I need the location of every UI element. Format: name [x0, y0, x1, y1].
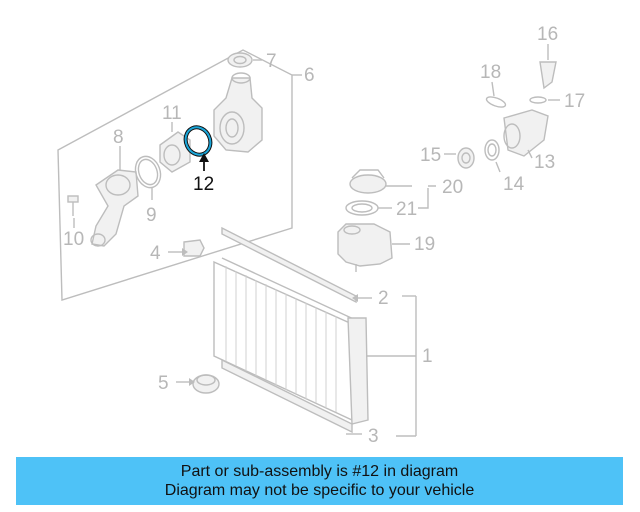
part-10-bolt [67, 195, 79, 228]
leader-1 [366, 296, 417, 436]
part-8-water-pump [90, 146, 139, 247]
callout-17: 17 [564, 91, 585, 112]
part-21-seal [345, 200, 392, 216]
banner-line-2: Diagram may not be specific to your vehi… [164, 482, 475, 499]
part-15-clip [444, 147, 475, 169]
radiator-assembly [213, 226, 369, 435]
callout-3: 3 [368, 426, 379, 447]
part-5-mount [176, 374, 220, 394]
banner-line-1: Part or sub-assembly is #12 in diagram [180, 463, 459, 480]
callout-14: 14 [503, 174, 525, 195]
thermostat-housing [213, 72, 263, 153]
callout-13: 13 [534, 152, 555, 173]
part-11-flange [159, 122, 191, 173]
callout-8: 8 [113, 127, 124, 148]
part-17-ring [529, 96, 560, 104]
callout-12: 12 [193, 174, 214, 195]
callout-20: 20 [442, 177, 463, 198]
callout-6: 6 [304, 65, 315, 86]
callout-21: 21 [396, 199, 417, 220]
callout-18: 18 [480, 62, 501, 83]
part-18-seal [485, 81, 507, 108]
part-4-mount [168, 239, 205, 257]
part-9-gasket [134, 155, 162, 200]
part-14-o-ring [484, 139, 501, 173]
part-16-sensor [539, 44, 557, 90]
callout-9: 9 [146, 205, 157, 226]
callout-7: 7 [266, 51, 277, 72]
part-7-cap [227, 52, 262, 68]
group-6-panel [57, 49, 293, 301]
part-notice-banner: Part or sub-assembly is #12 in diagram D… [16, 457, 623, 505]
part-20-cap [349, 169, 436, 209]
parts-diagram: 1 2 3 4 5 6 7 8 9 10 11 12 13 14 15 16 1… [57, 24, 585, 447]
callout-16: 16 [537, 24, 558, 45]
callout-19: 19 [414, 234, 435, 255]
callout-2: 2 [378, 288, 389, 309]
part-12-o-ring [183, 125, 213, 171]
callout-4: 4 [150, 243, 161, 264]
callout-5: 5 [158, 373, 169, 394]
callout-11: 11 [162, 103, 182, 124]
callout-1: 1 [422, 346, 433, 367]
callout-15: 15 [420, 145, 441, 166]
part-19-reservoir [337, 223, 410, 272]
part-13-flange [503, 109, 549, 159]
callout-10: 10 [63, 229, 84, 250]
